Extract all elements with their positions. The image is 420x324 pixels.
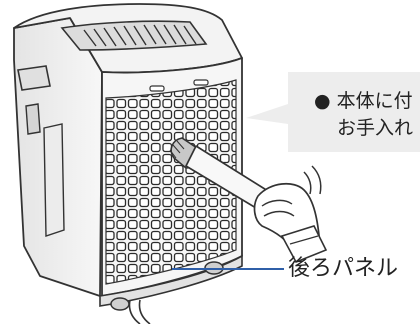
speech-bubble [246,72,420,152]
hand-with-brush-illustration [169,137,328,264]
bubble-text-line-1: ● 本体に付 [314,90,413,112]
back-panel-label: 後ろパネル [288,256,399,281]
power-cord [128,299,151,324]
air-purifier-body [13,3,243,311]
bubble-text-line-2: お手入れ [337,117,414,139]
